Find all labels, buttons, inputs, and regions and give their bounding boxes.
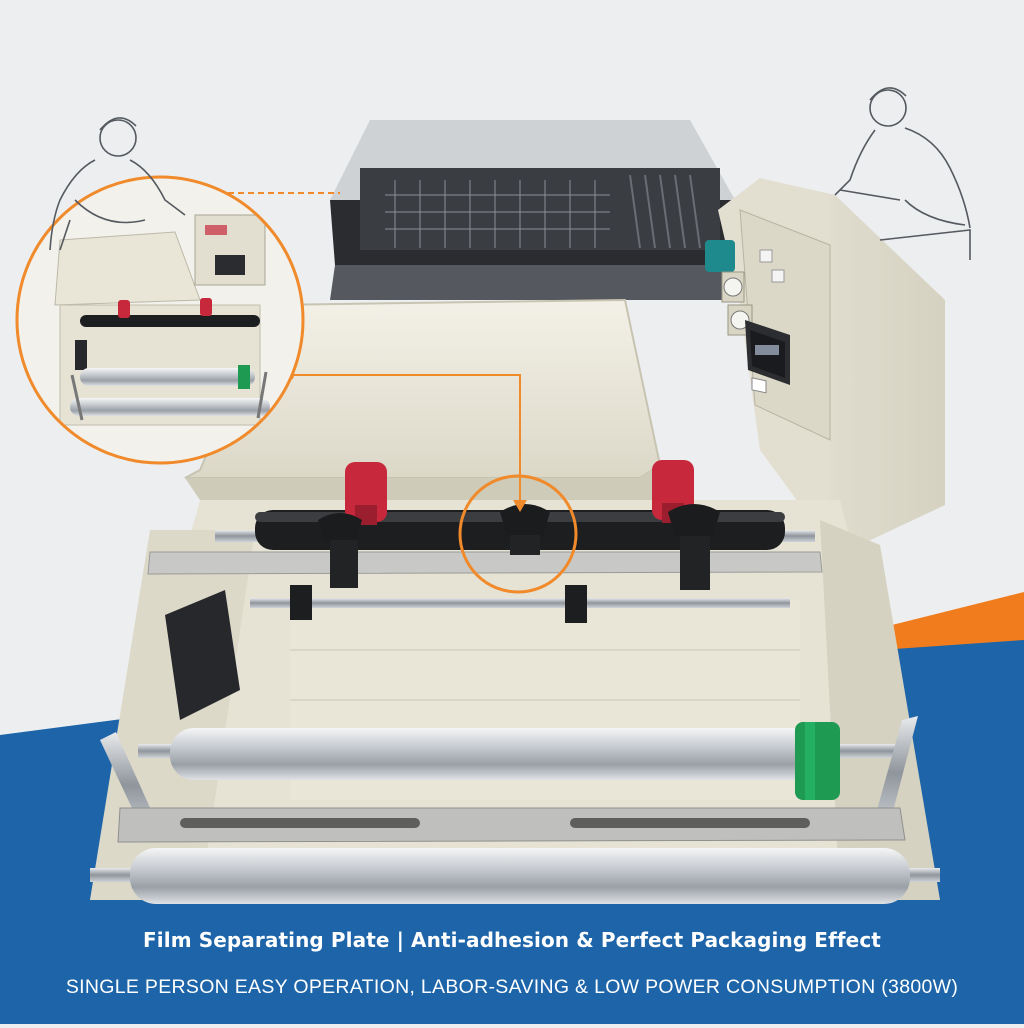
operator-sketch-left: [49, 117, 186, 251]
lower-film-roller: [90, 848, 940, 904]
control-box: [705, 178, 945, 545]
zoom-callout-circle: [15, 175, 340, 465]
heat-tunnel: [330, 120, 745, 300]
lower-bracket: [117, 807, 906, 843]
film-separating-plate: [184, 298, 662, 500]
star-knobs: [290, 504, 720, 623]
upper-film-roller: [138, 722, 898, 800]
caption-title: Film Separating Plate | Anti-adhesion & …: [143, 928, 881, 952]
caption-subtitle: SINGLE PERSON EASY OPERATION, LABOR-SAVI…: [65, 976, 959, 998]
operator-sketch-right: [834, 87, 971, 260]
